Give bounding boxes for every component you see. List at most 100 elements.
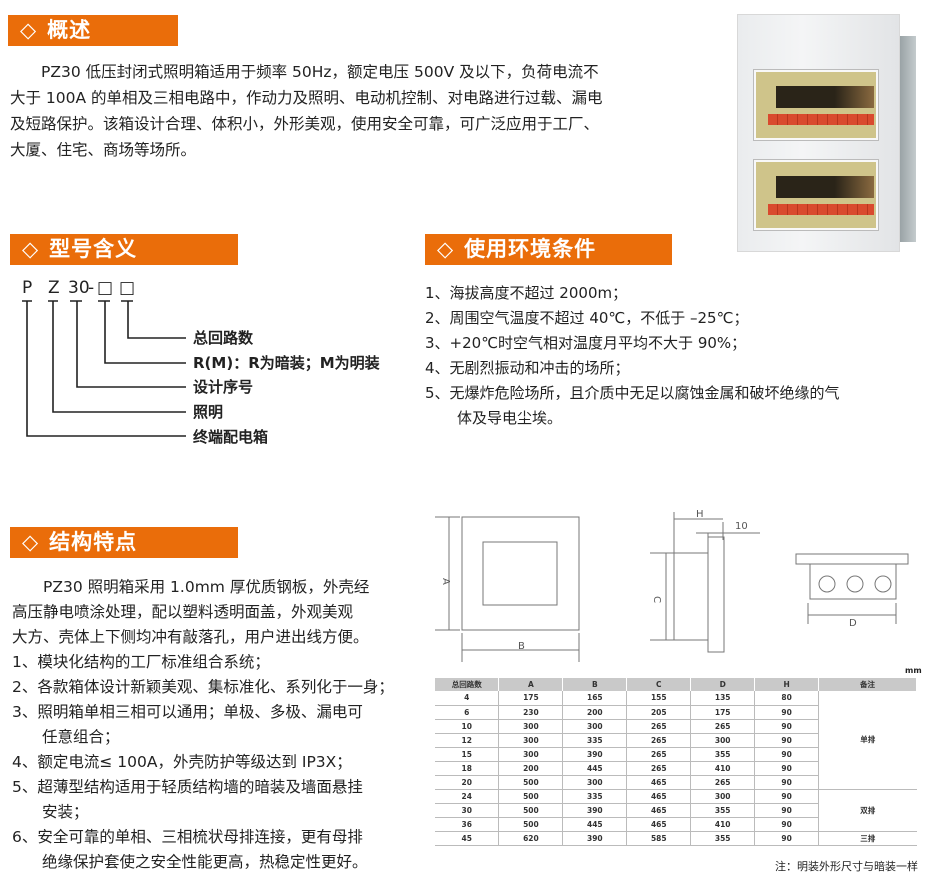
table-cell: 585 — [626, 831, 692, 846]
list-item: 5、无爆炸危险场所，且介质中无足以腐蚀金属和破坏绝缘的气 — [425, 384, 840, 402]
table-cell: 300 — [498, 747, 564, 762]
table-cell: 4 — [435, 691, 500, 706]
table-cell: 200 — [498, 761, 564, 776]
table-cell: 465 — [626, 817, 692, 832]
table-cell: 15 — [435, 747, 500, 762]
table-cell: 90 — [754, 803, 820, 818]
table-cell: 355 — [690, 803, 756, 818]
table-cell: 6 — [435, 705, 500, 720]
section-header-overview: ◇概述 — [8, 15, 178, 46]
table-cell: 620 — [498, 831, 564, 846]
table-cell: 265 — [690, 719, 756, 734]
table-cell: 175 — [498, 691, 564, 706]
table-cell: 265 — [626, 733, 692, 748]
table-cell: 265 — [626, 747, 692, 762]
table-cell: 200 — [562, 705, 628, 720]
table-cell: 10 — [435, 719, 500, 734]
table-cell: 465 — [626, 775, 692, 790]
top-view — [795, 553, 909, 624]
diamond-icon: ◇ — [22, 237, 40, 261]
table-cell: 90 — [754, 775, 820, 790]
table-cell: 45 — [435, 831, 500, 846]
table-cell: 465 — [626, 789, 692, 804]
table-cell: 175 — [690, 705, 756, 720]
section-header-environment: ◇使用环境条件 — [425, 234, 672, 265]
column-header: C — [626, 678, 692, 691]
column-header: D — [690, 678, 756, 691]
table-cell: 500 — [498, 789, 564, 804]
table-cell: 410 — [690, 761, 756, 776]
table-cell: 300 — [690, 733, 756, 748]
table-cell: 300 — [498, 719, 564, 734]
overview-paragraph: PZ30 低压封闭式照明箱适用于频率 50Hz，额定电压 500V 及以下，负荷… — [10, 63, 603, 159]
table-cell: 90 — [754, 719, 820, 734]
table-cell: 390 — [562, 831, 628, 846]
table-cell: 265 — [690, 775, 756, 790]
table-cell: 445 — [562, 817, 628, 832]
table-cell: 300 — [562, 775, 628, 790]
table-cell: 90 — [754, 817, 820, 832]
svg-text:10: 10 — [735, 521, 748, 532]
table-cell: 20 — [435, 775, 500, 790]
table-cell: 500 — [498, 803, 564, 818]
unit-label: mm — [905, 666, 922, 675]
table-cell: 230 — [498, 705, 564, 720]
remark-cell: 三排 — [818, 831, 917, 846]
table-cell: 300 — [498, 733, 564, 748]
model-code-diagram: P Z 30 - □ □ 总回路数 R(M)：R为暗装；M为明装 设计序号 照明… — [0, 270, 420, 460]
table-cell: 390 — [562, 747, 628, 762]
table-cell: 335 — [562, 789, 628, 804]
table-cell: 445 — [562, 761, 628, 776]
table-cell: 90 — [754, 831, 820, 846]
table-cell: 205 — [626, 705, 692, 720]
table-cell: 465 — [626, 803, 692, 818]
table-cell: 335 — [562, 733, 628, 748]
table-cell: 390 — [562, 803, 628, 818]
dimension-drawings: A B C D H 10 — [435, 509, 909, 662]
list-item: 2、周围空气温度不超过 40℃，不低于 –25℃； — [425, 309, 749, 327]
front-view — [435, 516, 580, 662]
remark-cell: 双排 — [818, 789, 917, 832]
section-header-model: ◇型号含义 — [10, 234, 238, 265]
table-cell: 90 — [754, 789, 820, 804]
diamond-icon: ◇ — [20, 18, 38, 42]
svg-text:A: A — [440, 578, 451, 585]
structure-list: PZ30 照明箱采用 1.0mm 厚优质钢板，外壳经 高压静电喷涂处理，配以塑料… — [12, 578, 394, 871]
column-header: A — [498, 678, 564, 691]
svg-text:D: D — [849, 618, 857, 629]
table-note: 注：明装外形尺寸与暗装一样 — [775, 860, 918, 873]
svg-text:H: H — [696, 509, 704, 520]
table-cell: 265 — [626, 761, 692, 776]
table-cell: 90 — [754, 761, 820, 776]
model-leader-lines — [22, 300, 186, 437]
table-cell: 265 — [626, 719, 692, 734]
column-header: B — [562, 678, 628, 691]
list-item: 1、海拔高度不超过 2000m； — [425, 284, 628, 302]
table-cell: 355 — [690, 747, 756, 762]
table-cell: 80 — [754, 691, 820, 706]
side-view — [650, 512, 760, 653]
table-cell: 410 — [690, 817, 756, 832]
table-cell: 36 — [435, 817, 500, 832]
svg-text:B: B — [518, 641, 525, 652]
table-cell: 90 — [754, 705, 820, 720]
table-cell: 300 — [562, 719, 628, 734]
table-cell: 30 — [435, 803, 500, 818]
list-item: 3、+20℃时空气相对温度月平均不大于 90%； — [425, 334, 747, 352]
table-cell: 355 — [690, 831, 756, 846]
table-cell: 12 — [435, 733, 500, 748]
table-cell: 155 — [626, 691, 692, 706]
list-item: 4、无剧烈振动和冲击的场所； — [425, 359, 630, 377]
svg-text:C: C — [651, 596, 662, 603]
